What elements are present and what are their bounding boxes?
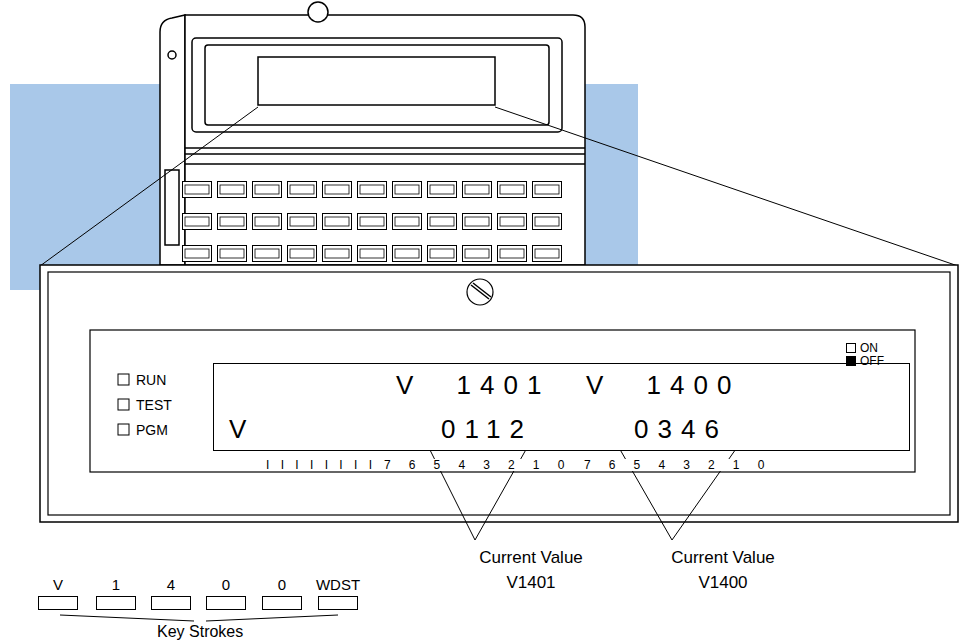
handheld-device-part [185,163,585,165]
display-panel-part [467,279,493,305]
key-button [318,596,358,610]
key: 0 [191,576,261,610]
leader-lines-part [60,615,194,621]
display-readout: V 1400 [586,372,740,398]
legend-text: ON [860,342,878,354]
zoom-lines [40,107,958,266]
legend-swatch [846,343,856,353]
display-readout: V [229,416,246,442]
handheld-device-part [182,181,567,265]
zoom-lines-part [40,107,258,266]
handheld-device-part [185,153,585,155]
handheld-device-part [205,45,549,125]
key-label: V [23,576,93,594]
handheld-device-part [160,15,185,265]
display-panel-part [40,265,958,522]
display-panel-part [473,283,491,297]
key-button [38,596,78,610]
lcd-window: V 1401 V 1400V 0112 0346 [213,363,910,451]
bit-ticks: I I I I I I I I [265,459,377,471]
key: WDST [303,576,373,610]
legend-text: OFF [860,355,884,367]
key: 1 [81,576,151,610]
handheld-device-part [185,147,585,149]
key-button [96,596,136,610]
display-panel [40,265,958,522]
leader-lines-part [206,615,338,621]
handheld-device-part [165,170,179,245]
key-button [262,596,302,610]
bracket-label: Key Strokes [157,624,243,640]
mode-label: TEST [136,398,172,412]
key: 0 [247,576,317,610]
key: 4 [136,576,206,610]
handheld-device [160,2,585,265]
bit-numbers: 7 6 5 4 3 2 1 0 [583,459,773,471]
legend-swatch [846,356,856,366]
handheld-device-part [168,51,176,59]
handheld-device-part [258,57,495,105]
key-label: WDST [303,576,373,594]
display-readout: 0346 [634,416,728,442]
mode-label: RUN [136,373,166,387]
key-label: 0 [191,576,261,594]
leader-lines [60,446,738,621]
key: V [23,576,93,610]
zoom-lines-part [495,107,958,266]
display-panel-part [48,272,950,515]
display-panel-part [471,285,489,299]
key-button [151,596,191,610]
status-led-boxes [118,374,129,435]
status-led-boxes-part [118,424,129,435]
display-readout: 0112 [441,416,533,442]
key-label: 4 [136,576,206,594]
key-label: 1 [81,576,151,594]
callout-label: Current Value V1400 [662,546,784,595]
callout-label: Current Value V1401 [470,546,592,595]
handheld-device-part [308,2,328,22]
mode-label: PGM [136,423,168,437]
status-led-boxes-part [118,399,129,410]
display-panel-part [90,330,915,472]
display-readout: V 1401 [396,372,550,398]
status-led-boxes-part [118,374,129,385]
key-label: 0 [247,576,317,594]
bit-numbers: 7 6 5 4 3 2 1 0 [383,459,573,471]
key-button [206,596,246,610]
handheld-device-part [192,38,562,132]
